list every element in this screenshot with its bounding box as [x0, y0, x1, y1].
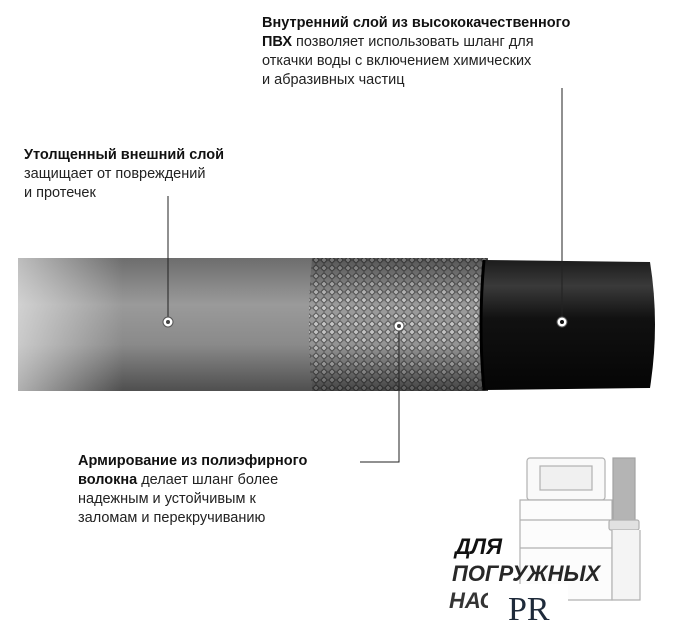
callout-outer-text2: и протечек — [24, 185, 96, 201]
brand-logo-text: PR — [508, 591, 550, 628]
marker-inner — [556, 316, 568, 328]
inner-layer — [479, 259, 655, 391]
badge-line-2: ПОГРУЖНЫХ — [452, 561, 601, 586]
callout-inner-text1: позволяет использовать шланг для — [292, 34, 534, 50]
badge-line-1: ДЛЯ — [453, 534, 503, 559]
callout-reinforcement: Армирование из полиэфирного волокна дела… — [78, 452, 368, 528]
callout-fiber-text3: заломам и перекручиванию — [78, 510, 266, 526]
leader-mesh — [360, 326, 400, 463]
callout-fiber-title: Армирование из полиэфирного — [78, 453, 308, 469]
callout-fiber-text2: надежным и устойчивым к — [78, 491, 256, 507]
callout-inner-title: Внутренний слой из высококачественного — [262, 15, 571, 31]
callout-outer-text1: защищает от повреждений — [24, 166, 206, 182]
pump-illustration — [519, 457, 641, 601]
marker-outer — [162, 316, 174, 328]
leader-lines — [167, 88, 563, 463]
callout-inner-layer: Внутренний слой из высококачественного П… — [262, 14, 662, 90]
callout-fiber-text1: делает шланг более — [137, 472, 279, 488]
marker-mesh — [393, 320, 405, 332]
callout-outer-layer: Утолщенный внешний слой защищает от повр… — [24, 146, 284, 203]
callout-inner-text3: и абразивных частиц — [262, 72, 405, 88]
callout-fiber-title2: волокна — [78, 472, 138, 488]
callout-inner-title2: ПВХ — [262, 34, 293, 50]
callout-outer-title: Утолщенный внешний слой — [24, 147, 225, 163]
callout-inner-text2: откачки воды с включением химических — [262, 53, 532, 69]
brand-logo: PR — [488, 584, 568, 628]
